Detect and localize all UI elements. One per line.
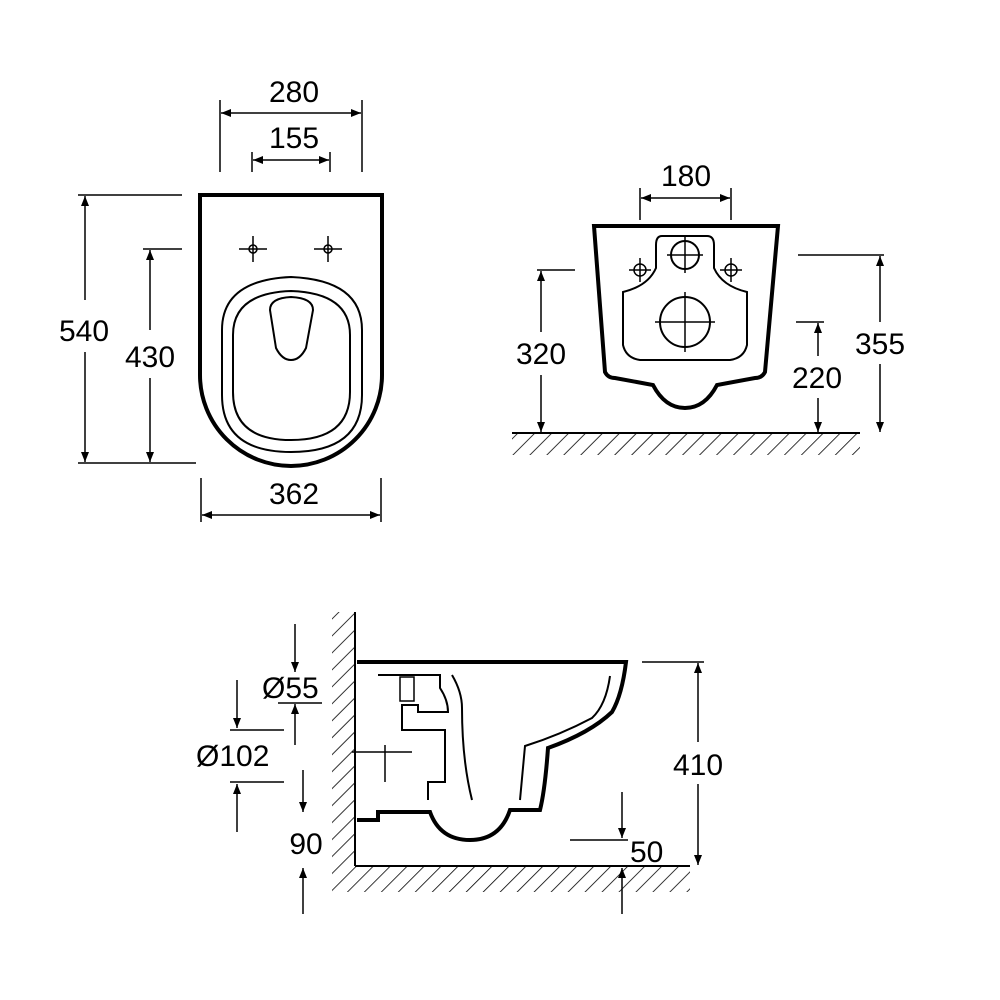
top-view: 280 155 540 430 362 — [59, 76, 384, 522]
inlet-pipe — [399, 676, 415, 702]
dim-hole-spacing: 155 — [269, 122, 319, 155]
side-trap — [378, 674, 450, 800]
rear-fixing-left-icon — [629, 258, 651, 282]
seat-inner — [232, 289, 351, 442]
side-view: Ø55 Ø102 90 410 50 — [196, 612, 723, 914]
outlet-circle-icon — [655, 292, 715, 352]
dim-width-top: 280 — [269, 76, 319, 109]
bowl-outline — [198, 193, 384, 468]
dim-fixing-spacing: 180 — [661, 160, 711, 193]
seat-outer — [221, 275, 363, 454]
dim-fixing-to-front: 430 — [125, 341, 175, 374]
dim-outlet-diameter: Ø102 — [196, 740, 269, 773]
dim-max-width: 362 — [269, 478, 319, 511]
fixing-hole-right-icon — [314, 236, 342, 262]
dim-outlet-height: 90 — [289, 828, 322, 861]
dim-overall-length: 540 — [59, 315, 109, 348]
wall-hatch — [332, 612, 355, 892]
dim-overall-height: 410 — [673, 749, 723, 782]
rear-fixing-right-icon — [720, 258, 742, 282]
fixing-hole-left-icon — [239, 236, 267, 262]
dim-fixing-height: 320 — [516, 338, 566, 371]
rear-inner-recess — [622, 235, 748, 361]
side-rim-inner — [519, 675, 611, 801]
rear-body-outline — [591, 224, 781, 411]
side-body-outline — [357, 660, 629, 843]
floor-hatch-side — [355, 866, 690, 892]
dim-inlet-height: 220 — [792, 362, 842, 395]
floor-hatch-rear — [512, 433, 860, 455]
dim-bottom-offset: 50 — [630, 836, 663, 869]
side-inner-bowl — [451, 674, 473, 801]
dim-rim-height: 355 — [855, 328, 905, 361]
rear-view: 180 320 220 355 — [512, 160, 905, 455]
dim-inlet-diameter: Ø55 — [262, 672, 319, 705]
inlet-circle-icon — [667, 237, 703, 273]
bowl-opening — [268, 295, 315, 362]
